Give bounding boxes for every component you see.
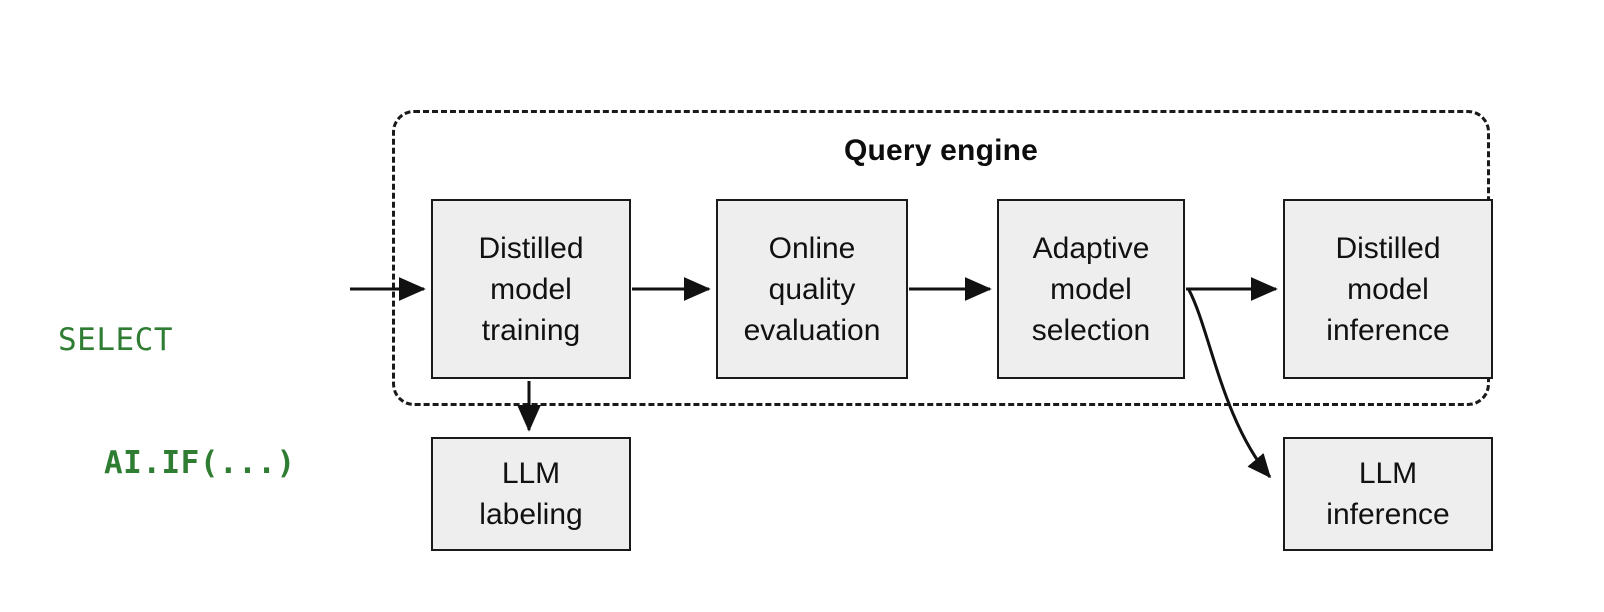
node-distilled-model-training[interactable]: Distilled model training	[431, 199, 631, 379]
node-llm-labeling[interactable]: LLM labeling	[431, 437, 631, 551]
node-adaptive-model-selection[interactable]: Adaptive model selection	[997, 199, 1185, 379]
node-distilled-model-inference[interactable]: Distilled model inference	[1283, 199, 1493, 379]
query-engine-title: Query engine	[843, 134, 1039, 167]
node-online-quality-evaluation[interactable]: Online quality evaluation	[716, 199, 908, 379]
sql-function-ai-if: AI.IF(...)	[104, 445, 296, 481]
node-llm-inference[interactable]: LLM inference	[1283, 437, 1493, 551]
sql-keyword-select: SELECT	[58, 322, 173, 358]
sql-query-input: SELECT AI.IF(...)	[58, 238, 348, 566]
